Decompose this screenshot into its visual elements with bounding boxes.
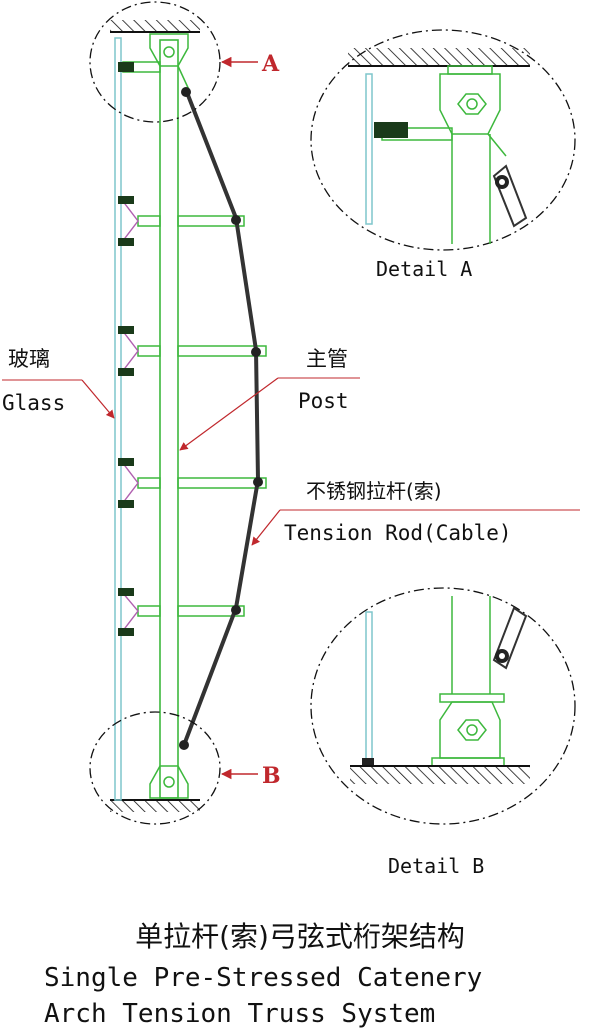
glass-label-cn: 玻璃 (8, 347, 50, 371)
detail-a-circle (89, 1, 221, 123)
detail-a (310, 29, 576, 251)
detail-b-label: Detail B (388, 854, 484, 878)
glass-label-en: Glass (2, 391, 65, 415)
marker-a: A (261, 51, 280, 77)
title-en-line1: Single Pre-Stressed Catenery (44, 963, 482, 993)
rod-label-cn: 不锈钢拉杆(索) (306, 479, 442, 503)
ceiling-hatch (110, 20, 200, 32)
title-en-line2: Arch Tension Truss System (44, 999, 435, 1029)
post-label-en: Post (298, 389, 349, 413)
main-post (159, 39, 179, 799)
rod-label-en: Tension Rod(Cable) (284, 521, 512, 545)
floor-hatch (110, 800, 200, 812)
title-cn: 单拉杆(索)弓弦式桁架结构 (135, 920, 465, 953)
leaders (2, 377, 580, 546)
detail-b-circle (89, 711, 221, 825)
glass-pane (114, 37, 122, 801)
post-label-cn: 主管 (306, 347, 348, 371)
detail-b (310, 587, 576, 825)
detail-a-label: Detail A (376, 257, 472, 281)
marker-b: B (262, 763, 281, 789)
tension-rod (182, 89, 260, 746)
main-elevation (89, 1, 267, 825)
